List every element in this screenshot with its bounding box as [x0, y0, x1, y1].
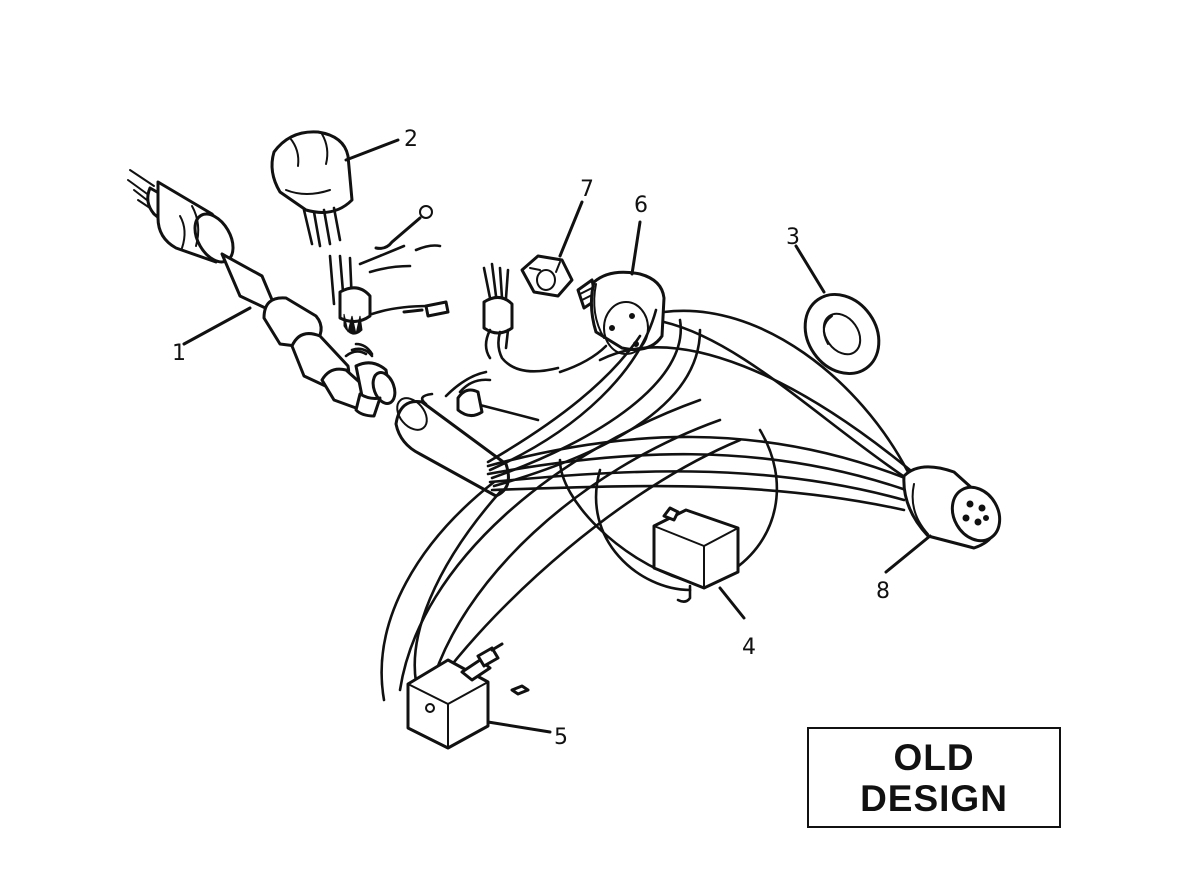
callout-1: 1 — [172, 341, 186, 366]
callout-8: 8 — [876, 579, 890, 604]
callout-2: 2 — [404, 127, 418, 152]
part-3-grommet — [803, 292, 881, 376]
callout-numbers: 1 2 3 4 5 6 7 8 — [172, 127, 890, 750]
callout-4: 4 — [742, 635, 756, 660]
harness-sheath — [394, 370, 540, 498]
stamp-line-1: OLD — [893, 736, 975, 778]
callout-7: 7 — [580, 177, 594, 202]
callout-5: 5 — [554, 725, 568, 750]
part-4-relay-box — [652, 506, 740, 603]
wire-connector-small — [482, 262, 608, 374]
part-6-switch — [576, 270, 666, 355]
part-8-receptacle — [902, 465, 1002, 550]
part-2-connector — [270, 130, 450, 335]
harness-wires — [380, 308, 912, 702]
callout-6: 6 — [634, 193, 648, 218]
part-7-hex-nut — [520, 254, 574, 298]
part-5-toggle-switch — [406, 642, 530, 750]
part-1-plug-harness — [127, 169, 397, 418]
leader-lines — [182, 138, 932, 734]
callout-3: 3 — [786, 225, 800, 250]
old-design-stamp: OLD DESIGN — [807, 727, 1061, 828]
stamp-line-2: DESIGN — [860, 777, 1008, 819]
